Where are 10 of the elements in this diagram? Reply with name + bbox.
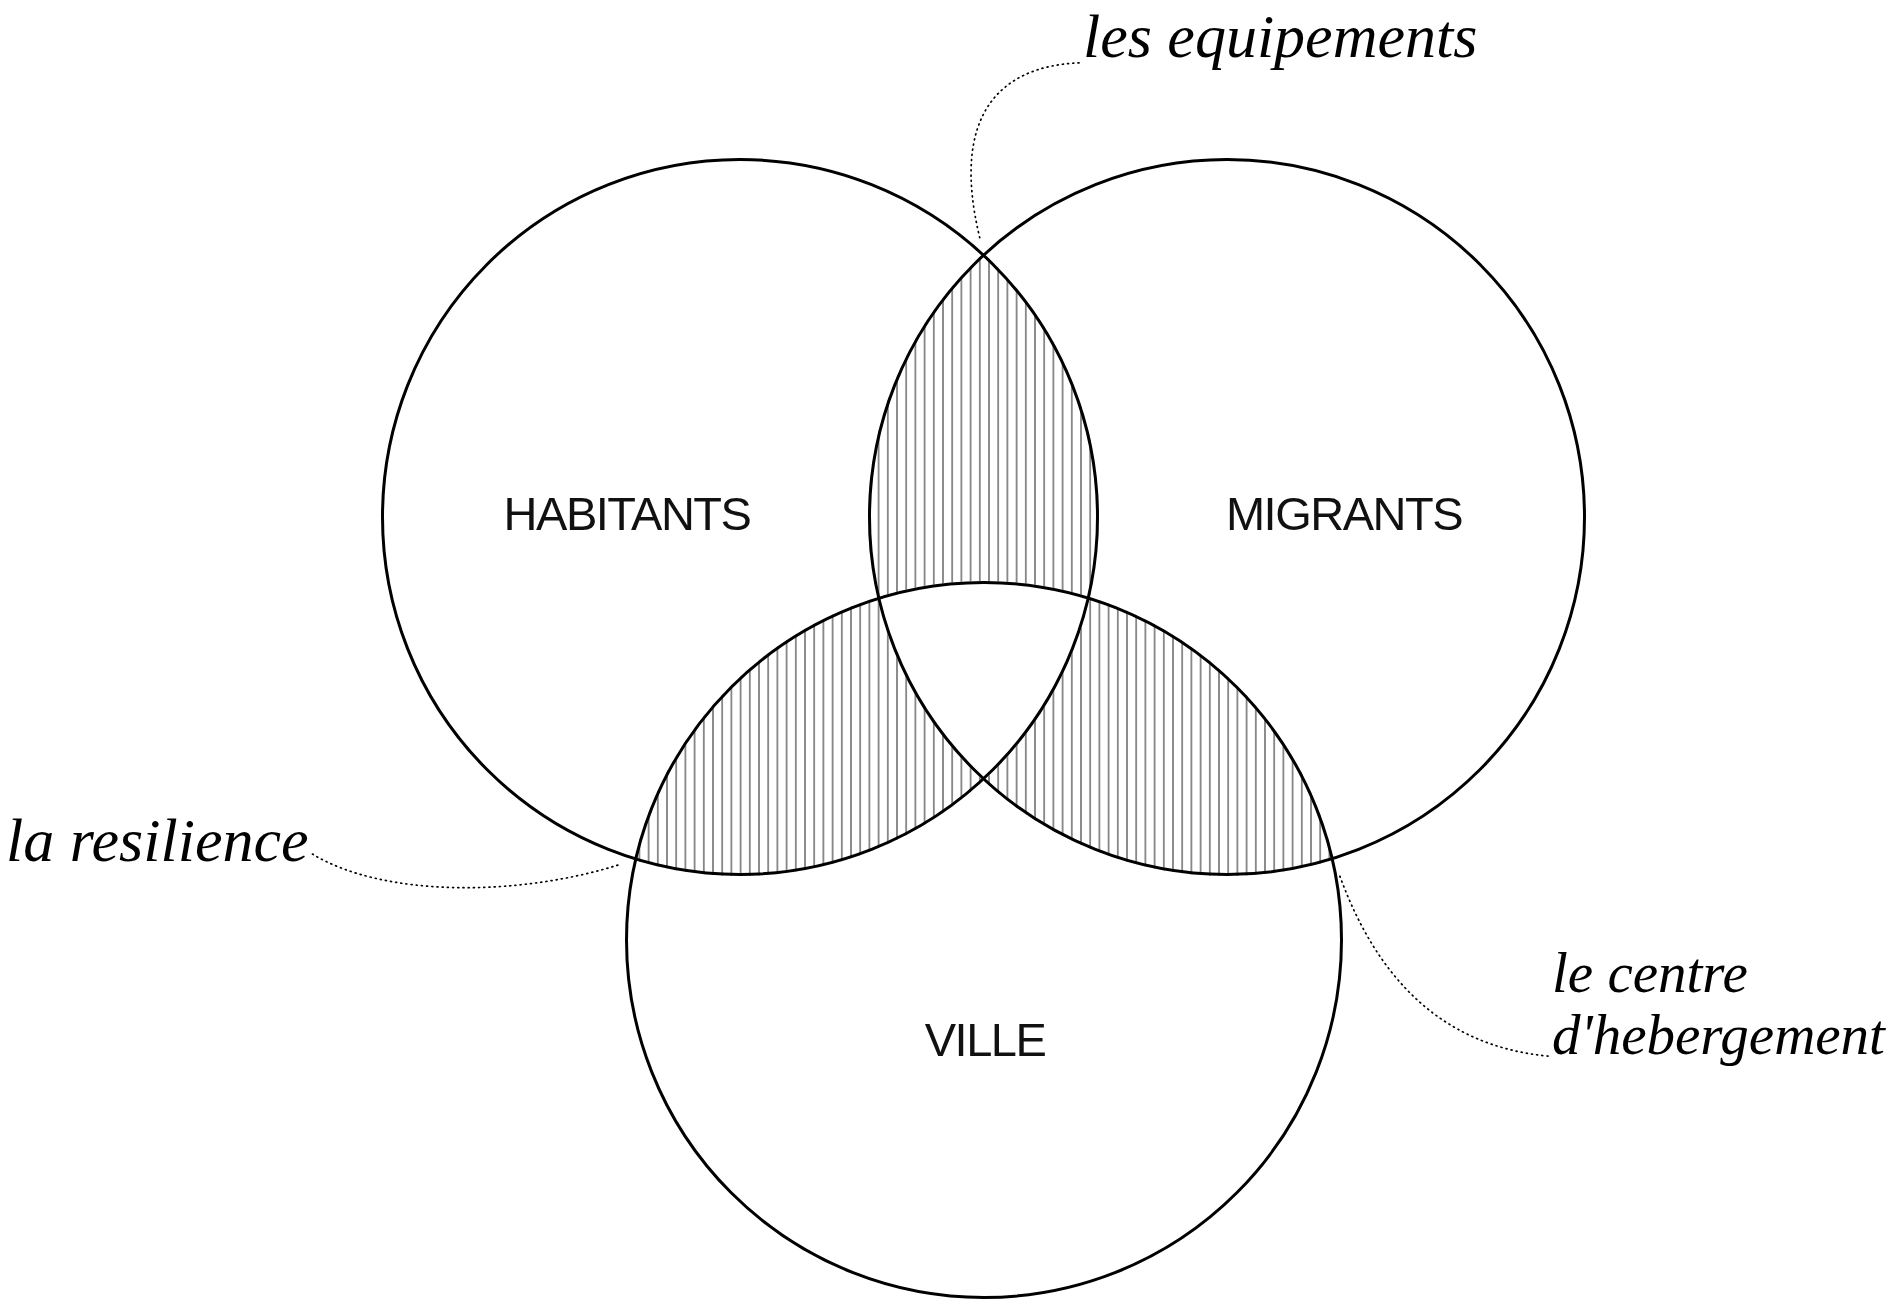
handwritten-note: le centre d'hebergement — [1552, 942, 1885, 1066]
handwritten-note: les equipements — [1083, 4, 1478, 68]
set-label: MIGRANTS — [1225, 489, 1463, 537]
handwritten-note: la resilience — [6, 808, 309, 872]
venn-circle — [625, 581, 1343, 1299]
leader-line — [1338, 873, 1549, 1057]
set-label: HABITANTS — [503, 489, 751, 537]
venn-circle — [381, 158, 1099, 876]
venn-circle — [868, 158, 1586, 876]
set-label: VILLE — [924, 1015, 1046, 1063]
